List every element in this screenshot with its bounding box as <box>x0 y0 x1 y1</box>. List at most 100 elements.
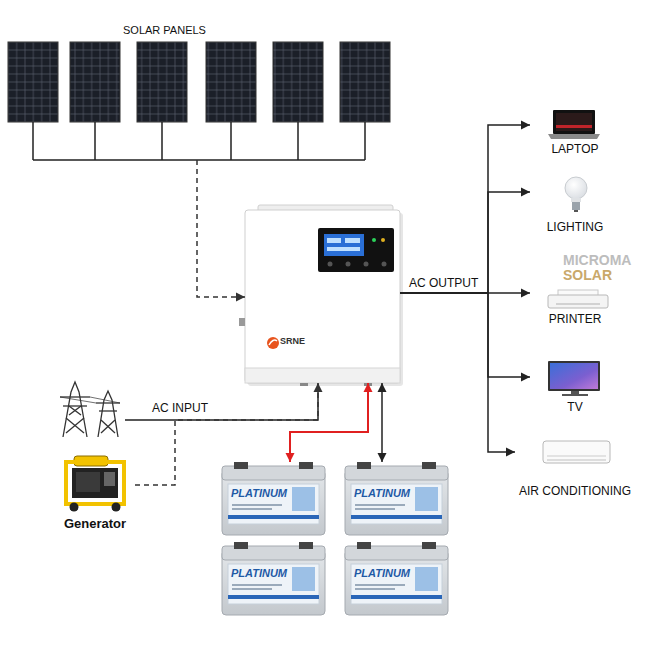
generator: Generator <box>55 452 135 532</box>
node-label: LIGHTING <box>547 220 604 234</box>
node-label: PLATINUM <box>231 487 287 500</box>
node-label: PLATINUM <box>231 567 287 580</box>
air-conditioner-icon-part <box>547 459 606 461</box>
inverter-body-part <box>269 340 277 345</box>
generator-icon <box>66 456 124 512</box>
connector <box>400 121 530 294</box>
arrowhead <box>521 289 530 298</box>
bulb-icon-part <box>565 177 587 199</box>
generator-icon-part <box>66 462 124 504</box>
connector <box>135 383 323 485</box>
connector-line <box>400 293 515 452</box>
pylon-icon-part <box>63 382 87 437</box>
solar-array-part <box>33 122 365 160</box>
arrowhead <box>521 188 530 197</box>
laptop-icon-part <box>553 110 595 134</box>
battery: PLATINUM <box>222 542 325 615</box>
printer-icon-part <box>556 303 600 305</box>
inverter-body-part <box>239 318 245 326</box>
solar-array-part <box>137 42 187 122</box>
connector-line <box>197 160 245 297</box>
air-conditioner-icon-part <box>543 441 610 463</box>
generator-icon-part <box>112 503 121 512</box>
solar-array-part <box>273 42 323 122</box>
arrowhead <box>521 373 530 382</box>
inverter-body-part <box>318 228 394 272</box>
connector-line <box>400 125 530 293</box>
node-label: TV <box>567 400 582 414</box>
arrowhead <box>521 121 530 130</box>
battery: PLATINUM <box>345 542 448 615</box>
connector-line <box>381 383 383 462</box>
pylon-icon-part <box>69 406 81 415</box>
connector <box>197 160 245 302</box>
pylon-icon-part <box>101 420 115 433</box>
node-label: PRINTER <box>549 312 602 326</box>
arrowhead <box>506 448 515 457</box>
inverter: SRNE <box>245 210 400 383</box>
load-device: LAPTOP <box>530 110 620 156</box>
battery-bank-part <box>345 462 448 535</box>
solar-array-part <box>70 42 120 122</box>
pylon-icon-part <box>60 397 96 403</box>
node-label: AIR CONDITIONING <box>519 484 631 498</box>
edge-label: AC OUTPUT <box>407 276 480 290</box>
tv-icon-part <box>550 363 598 389</box>
connector <box>400 188 530 294</box>
bulb-icon-part <box>571 198 581 202</box>
connector <box>400 293 530 382</box>
solar-panel-group: SOLAR PANELS <box>5 24 395 160</box>
inverter-body-part <box>372 238 376 242</box>
inverter-body-part <box>245 210 400 383</box>
inverter-body-part <box>364 262 369 267</box>
pylon-icon-part <box>90 397 120 403</box>
pylon-icon-part <box>66 418 84 433</box>
battery: PLATINUM <box>345 462 448 535</box>
bulb-icon <box>565 177 587 212</box>
load-device: PRINTER <box>530 282 620 326</box>
laptop-icon-part <box>548 134 600 139</box>
inverter-body-part <box>381 238 385 242</box>
node-label: LAPTOP <box>551 142 598 156</box>
arrowhead <box>378 383 387 392</box>
grid-line <box>125 383 318 420</box>
pylon-icon-part <box>98 391 118 437</box>
arrowhead <box>364 383 373 392</box>
air-conditioner-icon <box>543 441 610 463</box>
generator-icon-part <box>104 472 115 486</box>
bulb-icon-part <box>574 210 578 212</box>
load-device: AIR CONDITIONING <box>515 438 635 498</box>
laptop-icon-part <box>556 113 592 131</box>
battery-bank <box>222 462 448 615</box>
arrowhead <box>236 293 245 302</box>
tv-icon <box>548 361 600 396</box>
tv-icon-part <box>562 394 588 396</box>
pylon-icon-part <box>99 410 117 411</box>
bulb-icon-part <box>572 202 580 210</box>
node-label: PLATINUM <box>354 567 410 580</box>
solar-array-part <box>340 42 390 122</box>
arrowhead <box>378 453 387 462</box>
printer-icon-part <box>548 295 608 308</box>
edge-label: AC INPUT <box>150 401 210 415</box>
printer-icon <box>548 290 608 308</box>
inverter-body-part <box>324 234 364 256</box>
watermark-text: MICROMA <box>563 252 631 269</box>
air-conditioner-icon-part <box>547 456 606 457</box>
pylon-icon-part <box>101 420 115 433</box>
generator-icon-part <box>72 468 118 498</box>
connector-line <box>400 192 530 293</box>
pylon-icon <box>60 382 120 437</box>
inverter-body-part <box>245 368 400 383</box>
inverter-body-part <box>327 238 341 243</box>
inverter-body-part <box>300 383 308 386</box>
inverter-body-part <box>327 247 360 251</box>
load-device: TV <box>530 358 620 414</box>
battery-bank-part <box>345 542 448 615</box>
laptop-icon-part <box>556 125 592 128</box>
battery-bank-part <box>222 542 325 615</box>
arrowhead <box>314 383 323 392</box>
inverter-body-part <box>345 238 360 243</box>
